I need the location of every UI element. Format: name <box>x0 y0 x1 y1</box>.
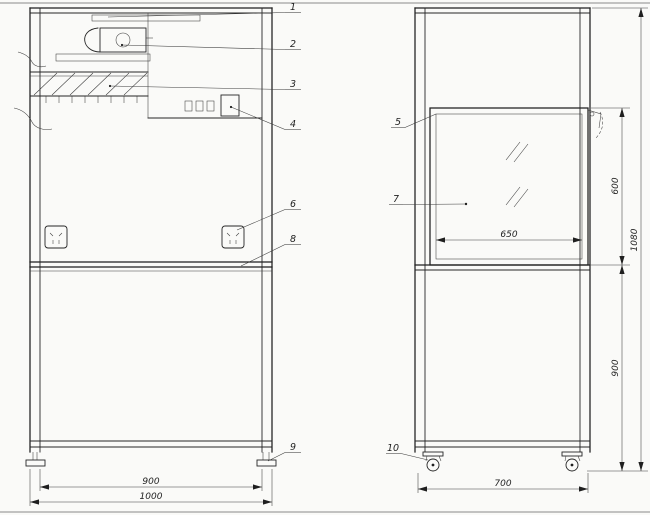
callout-3: 3 <box>290 79 296 90</box>
dim-front-inner-width: 900 <box>39 469 263 491</box>
caster-right <box>561 451 583 472</box>
side-view <box>414 7 603 472</box>
foot-right <box>256 459 277 467</box>
dim-text-overall-height: 1080 <box>630 228 640 251</box>
callout-9: 9 <box>290 442 296 453</box>
leveling-feet <box>25 452 277 467</box>
caster-left <box>422 451 444 472</box>
worktop-side <box>414 264 591 271</box>
break-line-lower <box>13 107 53 130</box>
callout-4: 4 <box>290 119 296 130</box>
dim-text-front-overall-width: 1000 <box>140 492 163 502</box>
dim-text-window-width: 650 <box>500 230 517 240</box>
panel-switch-2 <box>195 100 204 112</box>
callout-1: 1 <box>290 2 296 13</box>
power-outlet-right <box>221 225 245 249</box>
glass-panel <box>505 141 529 208</box>
callout-2: 2 <box>290 39 296 50</box>
callout-leaders <box>107 12 468 462</box>
callout-7: 7 <box>393 194 399 205</box>
cabinet-frame-front <box>29 7 273 453</box>
cabinet-frame-side <box>414 7 591 453</box>
dim-text-front-inner-width: 900 <box>142 477 159 487</box>
front-view <box>13 7 277 467</box>
callout-8: 8 <box>290 234 296 245</box>
dim-text-bench-height: 900 <box>611 359 621 376</box>
control-panel <box>184 94 240 117</box>
break-line-upper <box>17 51 47 68</box>
panel-switch-1 <box>184 100 193 112</box>
sash-window <box>429 107 589 266</box>
fan-filter-assembly <box>13 14 201 130</box>
foot-left <box>25 459 46 467</box>
dim-window-height: 600 <box>591 107 630 266</box>
dim-window-width: 650 <box>436 230 582 243</box>
sash-pulley-detail <box>587 109 603 139</box>
panel-switch-3 <box>206 100 215 112</box>
callout-10: 10 <box>387 443 399 454</box>
dim-bench-height: 900 <box>587 265 630 472</box>
dim-text-depth: 700 <box>494 479 511 489</box>
callout-6: 6 <box>290 199 296 210</box>
dim-front-overall-width: 1000 <box>29 469 273 506</box>
power-outlet-left <box>44 225 68 249</box>
callout-5: 5 <box>395 117 401 128</box>
controller-box <box>220 94 240 117</box>
window-frame-inner <box>435 113 583 260</box>
window-frame-outer <box>429 107 589 266</box>
dim-overall-height: 1080 <box>592 7 648 472</box>
worktop-front <box>29 261 273 272</box>
dim-depth: 700 <box>417 473 589 493</box>
dim-text-window-height: 600 <box>611 177 621 194</box>
callout-numbers: 1 2 3 4 5 6 7 8 9 10 <box>290 2 401 454</box>
